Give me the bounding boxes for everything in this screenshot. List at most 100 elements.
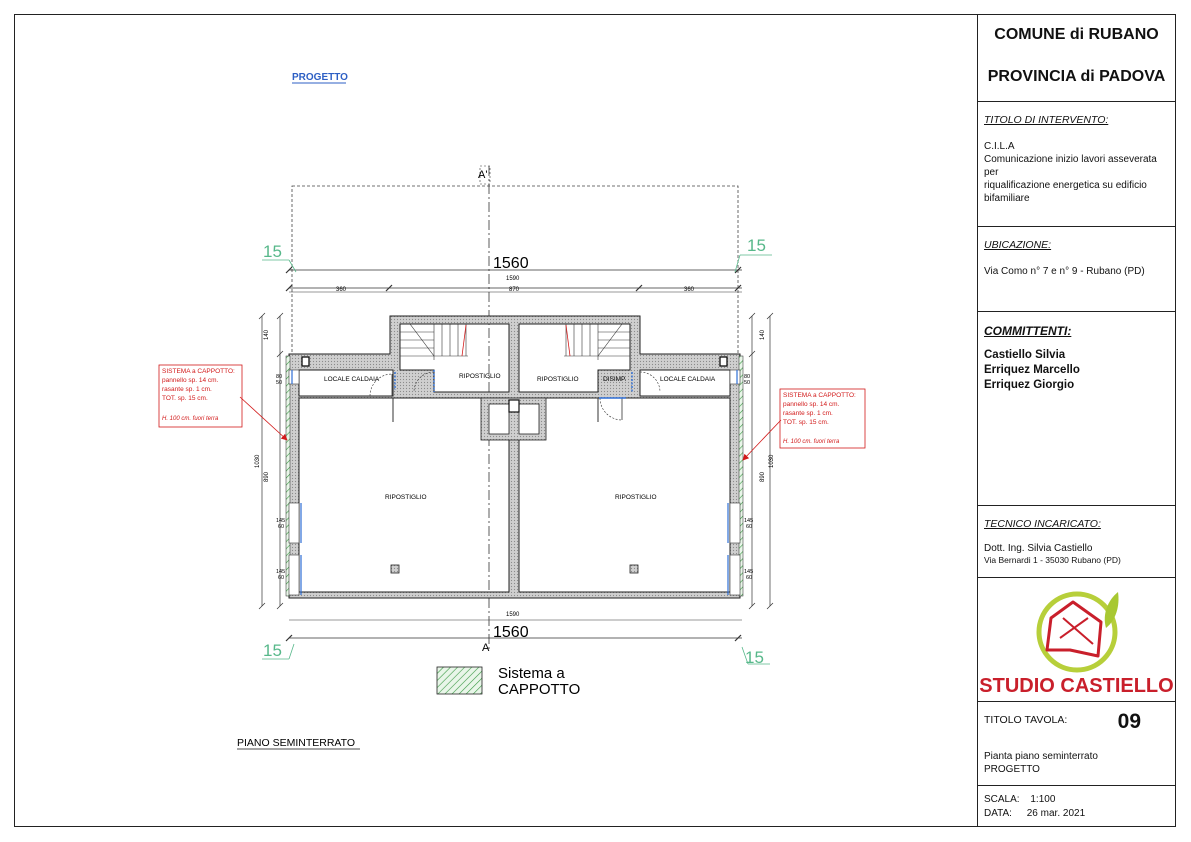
ubicazione-label: UBICAZIONE: — [984, 239, 1052, 251]
room-ripostiglio-main-right: RIPOSTIGLIO — [615, 494, 657, 501]
note-cappotto-right: SISTEMA a CAPPOTTO: pannello sp. 14 cm. … — [742, 388, 866, 461]
pillar-right — [629, 564, 639, 574]
stair-left — [400, 323, 468, 360]
ubicazione-value: Via Como n° 7 e n° 9 - Rubano (PD) — [984, 266, 1145, 277]
blue-thresholds — [394, 370, 633, 399]
note-left-line-5: H. 100 cm. fuori terra — [162, 416, 219, 422]
room-ripostiglio-stair-left: RIPOSTIGLIO — [459, 373, 501, 380]
note-left-line-2: pannello sp. 14 cm. — [162, 377, 219, 384]
chimney-void-left — [488, 403, 510, 435]
win-dim-left-c1: 145 — [276, 569, 285, 575]
legend-line-1: Sistema a — [498, 665, 565, 682]
committenti-label: COMMITTENTI: — [984, 324, 1072, 338]
section-marker-box — [479, 165, 491, 185]
win-dim-right-b2: 60 — [746, 524, 752, 530]
scala-row: SCALA: 1:100 — [984, 794, 1169, 805]
tecnico-label: TECNICO INCARICATO: — [984, 518, 1101, 530]
dim-ticks-top — [285, 266, 742, 292]
floor-title: PIANO SEMINTERRATO — [237, 737, 355, 749]
dim-overall-bottom: 1560 — [493, 624, 529, 641]
win-dim-right-a2: 50 — [744, 380, 750, 386]
room-disimp: DISIMP. — [603, 376, 627, 383]
dim-v-left-total: 1030 — [255, 454, 261, 468]
dim-overall-top: 1560 — [493, 255, 529, 272]
progetto-label: PROGETTO — [292, 72, 348, 83]
comune-name: COMUNE di RUBANO — [994, 26, 1159, 43]
committente-1: Castiello Silvia — [984, 349, 1066, 361]
dim-vertical-left — [258, 312, 284, 610]
stair-left-arrow — [461, 324, 467, 357]
win-dim-right-c1: 145 — [744, 569, 753, 575]
tecnico-name: Dott. Ing. Silvia Castiello — [984, 543, 1093, 554]
tb-logo: STUDIO CASTIELLO — [978, 578, 1175, 702]
note-cappotto-left: SISTEMA a CAPPOTTO: pannello sp. 14 cm. … — [158, 364, 288, 441]
dim-v-right-inner: 890 — [760, 471, 766, 482]
tb-tavola: TITOLO TAVOLA: 09 Pianta piano seminterr… — [978, 702, 1175, 786]
titolo-line-3: riqualificazione energetica su edificio — [984, 180, 1147, 191]
titolo-line-2: Comunicazione inizio lavori asseverata p… — [984, 154, 1157, 178]
room-ripostiglio-main-left: RIPOSTIGLIO — [385, 494, 427, 501]
dim-v-right-top: 140 — [760, 329, 766, 340]
tavola-line-2: PROGETTO — [984, 764, 1040, 775]
note-right-line-1: SISTEMA a CAPPOTTO: — [783, 392, 856, 399]
pillar-left — [390, 564, 400, 574]
chimney-flue — [508, 399, 520, 413]
windows-right — [727, 369, 741, 596]
dim-seg-left: 360 — [336, 287, 347, 293]
tb-scala-data: SCALA: 1:100 DATA: 26 mar. 2021 — [978, 786, 1175, 827]
note-right-line-4: TOT. sp. 15 cm. — [783, 419, 829, 426]
cappotto-left — [285, 355, 291, 597]
data-label: DATA: — [984, 808, 1012, 819]
corner-mark-tl: 15 — [263, 242, 282, 261]
tb-comune: COMUNE di RUBANO PROVINCIA di PADOVA — [978, 14, 1175, 102]
section-marker-bottom: A — [482, 642, 490, 654]
legend-line-2: CAPPOTTO — [498, 681, 580, 698]
win-dim-left-a1: 80 — [276, 374, 282, 380]
tavola-line-1: Pianta piano seminterrato — [984, 751, 1098, 762]
studio-name: STUDIO CASTIELLO — [979, 675, 1174, 697]
doors — [369, 371, 661, 421]
building-walls — [288, 315, 741, 599]
note-left-line-1: SISTEMA a CAPPOTTO: — [162, 368, 235, 375]
dim-seg-right: 360 — [684, 287, 695, 293]
committente-3: Erriquez Giorgio — [984, 379, 1075, 391]
column-tr — [719, 356, 728, 367]
corner-mark-br: 15 — [745, 648, 764, 667]
committente-2: Erriquez Marcello — [984, 364, 1080, 376]
titolo-line-1: C.I.L.A — [984, 141, 1015, 152]
chimney-void-right — [518, 403, 540, 435]
corner-line-bl-2 — [288, 643, 295, 660]
dim-seg-mid: 870 — [509, 287, 520, 293]
cappotto-right — [738, 355, 744, 597]
tavola-label: TITOLO TAVOLA: — [984, 714, 1068, 726]
tb-committenti: COMMITTENTI: Castiello Silvia Erriquez M… — [978, 312, 1175, 506]
tb-tecnico: TECNICO INCARICATO: Dott. Ing. Silvia Ca… — [978, 506, 1175, 578]
titolo-line-4: bifamiliare — [984, 193, 1030, 204]
win-dim-right-b1: 145 — [744, 518, 753, 524]
win-dim-right-c2: 60 — [746, 575, 752, 581]
dim-ticks-bottom — [285, 634, 742, 642]
tecnico-address: Via Bernardi 1 - 35030 Rubano (PD) — [984, 555, 1121, 565]
provincia-name: PROVINCIA di PADOVA — [987, 68, 1166, 85]
stair-right — [564, 323, 630, 360]
scala-value: 1:100 — [1030, 794, 1056, 805]
win-dim-left-b1: 145 — [276, 518, 285, 524]
windows-left — [288, 369, 302, 596]
data-value: 26 mar. 2021 — [1026, 808, 1086, 819]
dim-v-left-top: 140 — [264, 329, 270, 340]
dim-v-right-total: 1030 — [769, 454, 775, 468]
note-right-line-5: H. 100 cm. fuori terra — [783, 439, 840, 445]
scala-label: SCALA: — [984, 794, 1020, 805]
note-left-line-3: rasante sp. 1 cm. — [162, 386, 212, 393]
title-block: COMUNE di RUBANO PROVINCIA di PADOVA TIT… — [977, 14, 1176, 827]
corner-mark-tr: 15 — [747, 236, 766, 255]
dim-v-left-inner: 890 — [264, 471, 270, 482]
tb-titolo: TITOLO DI INTERVENTO: C.I.L.A Comunicazi… — [978, 102, 1175, 227]
room-locale-caldaia-right: LOCALE CALDAIA — [660, 376, 716, 383]
studio-logo-icon — [1036, 591, 1119, 673]
corner-line-br — [741, 646, 749, 665]
win-dim-left-c2: 60 — [278, 575, 284, 581]
dim-overall-bottom-inner: 1590 — [506, 612, 520, 618]
room-locale-caldaia-left: LOCALE CALDAIA — [324, 376, 380, 383]
drawing-frame — [14, 14, 1176, 827]
